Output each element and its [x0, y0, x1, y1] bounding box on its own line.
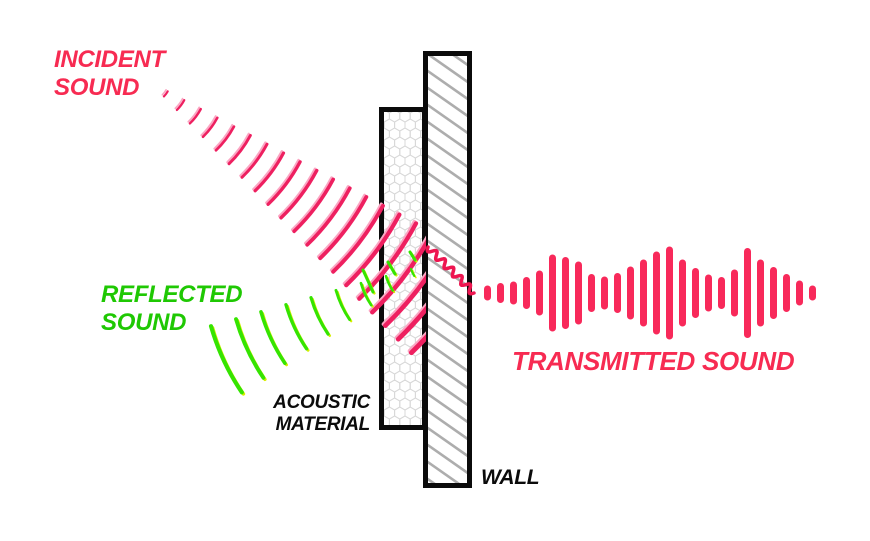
acoustic-material-label-line1: ACOUSTIC	[273, 392, 370, 413]
absorbed-wave-dashes	[361, 250, 418, 295]
incident-sound-label-line2: SOUND	[54, 74, 140, 101]
incident-sound-label-line1: INCIDENT	[54, 46, 165, 73]
reflected-sound-label: REFLECTED SOUND	[101, 281, 243, 337]
incident-sound-label: INCIDENT SOUND	[54, 46, 165, 102]
wall-panel	[423, 51, 472, 488]
acoustic-material-label-line2: MATERIAL	[275, 414, 371, 435]
reflected-wave-arcs	[208, 267, 417, 396]
reflected-sound-label-line2: SOUND	[101, 309, 187, 336]
transmitted-waveform-bars	[484, 246, 816, 340]
reflected-sound-label-line1: REFLECTED	[101, 281, 243, 308]
wall-label: WALL	[481, 466, 540, 489]
transmitted-squiggle-wave	[425, 245, 476, 296]
incident-wave-arcs	[161, 88, 426, 356]
transmitted-sound-label: TRANSMITTED SOUND	[512, 346, 795, 376]
acoustic-material-label: ACOUSTIC MATERIAL	[228, 392, 370, 436]
